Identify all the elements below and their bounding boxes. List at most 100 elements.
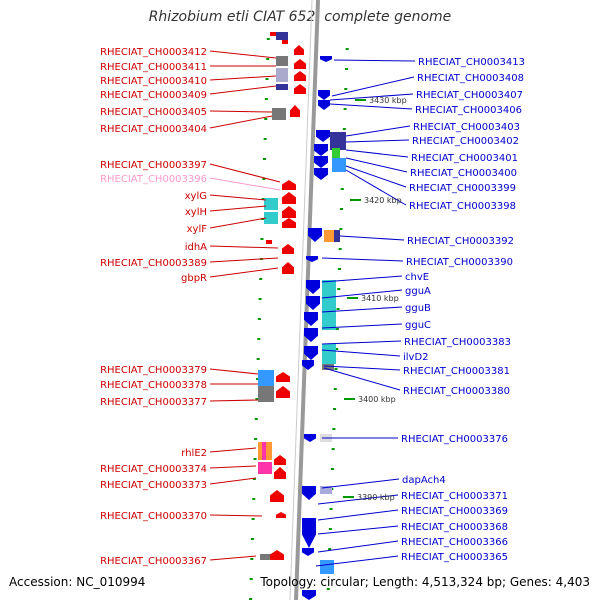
forward-gene-mark[interactable] [282,40,288,44]
reverse-gene-arrow[interactable] [302,548,314,556]
left-gene-label[interactable]: idhA [185,242,207,253]
left-gene-label[interactable]: xylH [185,207,207,218]
scale-tick [338,248,342,250]
scale-tick [337,268,341,270]
reverse-gene-arrow[interactable] [306,280,320,294]
reverse-gene-arrow[interactable] [302,486,316,500]
right-gene-label[interactable]: RHECIAT_CH0003408 [417,73,524,84]
forward-gene-arrow[interactable] [274,467,286,479]
reverse-gene-arrow[interactable] [304,328,318,342]
left-gene-label[interactable]: RHECIAT_CH0003412 [100,47,207,58]
right-gene-label[interactable]: gguA [405,286,431,297]
forward-gene-arrow[interactable] [294,71,306,81]
right-gene-label[interactable]: RHECIAT_CH0003380 [403,386,510,397]
right-gene-label[interactable]: RHECIAT_CH0003399 [409,183,516,194]
reverse-gene-arrow[interactable] [314,168,328,180]
left-gene-label[interactable]: gbpR [181,273,207,284]
reverse-gene-arrow[interactable] [318,100,330,110]
right-gene-label[interactable]: RHECIAT_CH0003381 [403,366,510,377]
right-gene-label[interactable]: ilvD2 [403,352,429,363]
right-gene-label[interactable]: RHECIAT_CH0003400 [410,168,517,179]
left-gene-label[interactable]: RHECIAT_CH0003411 [100,62,207,73]
reverse-gene-arrow[interactable] [306,256,318,262]
left-gene-label[interactable]: rhlE2 [181,448,207,459]
forward-gene-arrow[interactable] [276,372,290,382]
forward-gene-arrow[interactable] [276,386,290,398]
right-gene-label[interactable]: RHECIAT_CH0003368 [401,522,508,533]
forward-gene-arrow[interactable] [276,512,286,518]
right-gene-label[interactable]: RHECIAT_CH0003413 [418,57,525,68]
reverse-gene-arrow[interactable] [306,296,320,310]
forward-gene-arrow[interactable] [294,45,304,55]
reverse-gene-arrow[interactable] [302,360,314,370]
right-gene-label[interactable]: dapAch4 [402,475,446,486]
left-gene-label[interactable]: RHECIAT_CH0003379 [100,365,207,376]
cog-box [264,212,278,224]
left-gene-label[interactable]: RHECIAT_CH0003389 [100,258,207,269]
right-gene-label[interactable]: RHECIAT_CH0003371 [401,491,508,502]
left-gene-label[interactable]: xylF [187,224,208,235]
reverse-gene-arrow[interactable] [304,346,318,360]
left-gene-label[interactable]: RHECIAT_CH0003377 [100,397,207,408]
scale-tick [257,318,261,320]
left-gene-label[interactable]: RHECIAT_CH0003409 [100,90,207,101]
forward-gene-arrow[interactable] [282,180,296,190]
reverse-gene-arrow[interactable] [302,518,316,548]
forward-gene-arrow[interactable] [270,550,284,560]
right-gene-label[interactable]: RHECIAT_CH0003365 [401,552,508,563]
forward-gene-mark[interactable] [266,240,272,244]
right-leader-line [321,349,401,357]
left-gene-label[interactable]: RHECIAT_CH0003410 [100,76,207,87]
left-gene-label[interactable]: xylG [185,191,207,202]
forward-gene-arrow[interactable] [282,262,294,274]
left-gene-label[interactable]: RHECIAT_CH0003397 [100,160,207,171]
right-gene-label[interactable]: gguC [405,320,431,331]
forward-gene-arrow[interactable] [270,490,284,502]
reverse-gene-arrow[interactable] [320,56,332,62]
reverse-gene-arrow[interactable] [316,130,330,142]
forward-gene-arrow[interactable] [294,59,306,69]
left-gene-label[interactable]: RHECIAT_CH0003370 [100,511,207,522]
forward-gene-mark[interactable] [270,32,276,36]
right-gene-label[interactable]: RHECIAT_CH0003398 [409,201,516,212]
forward-gene-arrow[interactable] [282,192,296,204]
cog-box [324,230,334,242]
left-gene-label[interactable]: RHECIAT_CH0003374 [100,464,207,475]
reverse-gene-arrow[interactable] [314,156,328,168]
left-gene-label[interactable]: RHECIAT_CH0003404 [100,124,207,135]
right-gene-label[interactable]: RHECIAT_CH0003403 [413,122,520,133]
right-gene-label[interactable]: RHECIAT_CH0003406 [415,105,522,116]
left-gene-label[interactable]: RHECIAT_CH0003367 [100,556,207,567]
forward-gene-arrow[interactable] [274,455,286,465]
forward-gene-arrow[interactable] [282,218,296,228]
forward-gene-arrow[interactable] [282,244,294,254]
reverse-gene-arrow[interactable] [304,312,318,326]
reverse-gene-arrow[interactable] [302,590,316,600]
reverse-gene-arrow[interactable] [314,144,328,156]
reverse-gene-arrow[interactable] [318,90,330,100]
left-gene-label[interactable]: RHECIAT_CH0003405 [100,107,207,118]
scale-tick [252,498,256,500]
right-gene-label[interactable]: RHECIAT_CH0003376 [401,434,508,445]
left-leader-line [209,110,273,113]
left-gene-label[interactable]: RHECIAT_CH0003373 [100,480,207,491]
forward-gene-arrow[interactable] [282,206,296,218]
right-gene-label[interactable]: RHECIAT_CH0003402 [412,136,519,147]
right-gene-label[interactable]: chvE [405,272,429,283]
right-gene-label[interactable]: gguB [405,303,431,314]
right-gene-label[interactable]: RHECIAT_CH0003390 [406,257,513,268]
right-gene-label[interactable]: RHECIAT_CH0003392 [407,236,514,247]
reverse-gene-arrow[interactable] [304,434,316,442]
left-gene-label[interactable]: RHECIAT_CH0003396 [100,174,207,185]
right-gene-label[interactable]: RHECIAT_CH0003383 [404,337,511,348]
forward-gene-arrow[interactable] [290,105,300,117]
right-gene-label[interactable]: RHECIAT_CH0003407 [416,90,523,101]
left-gene-labels: RHECIAT_CH0003412RHECIAT_CH0003411RHECIA… [100,47,207,567]
forward-gene-arrow[interactable] [294,84,306,94]
left-gene-label[interactable]: RHECIAT_CH0003378 [100,380,207,391]
right-gene-label[interactable]: RHECIAT_CH0003369 [401,506,508,517]
reverse-gene-arrow[interactable] [308,228,322,242]
right-gene-label[interactable]: RHECIAT_CH0003401 [411,153,518,164]
right-gene-label[interactable]: RHECIAT_CH0003366 [401,537,508,548]
